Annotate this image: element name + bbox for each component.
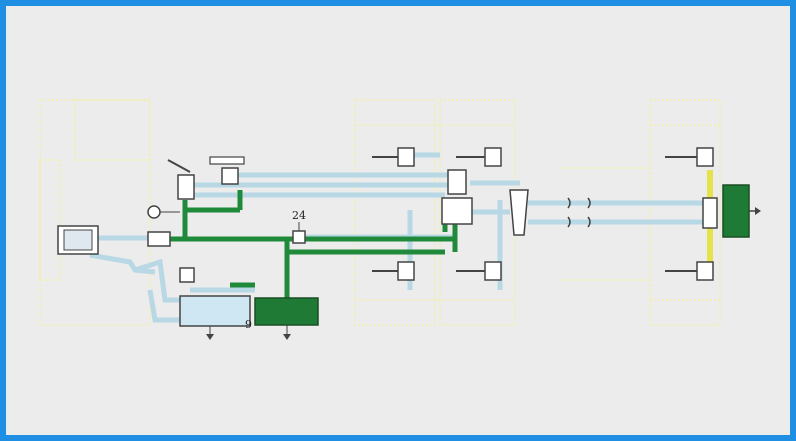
relay-valves (441, 169, 529, 236)
pressure-gauge (147, 205, 180, 219)
main-green-lines (170, 190, 458, 300)
line-couplings (567, 197, 591, 228)
trailer-unit (722, 184, 761, 238)
air-tank-9: 9 (179, 295, 252, 340)
valve-24: 24 (292, 209, 306, 244)
front-wheel-rods (372, 156, 485, 272)
brake-valve (167, 159, 195, 200)
small-reservoir (179, 267, 195, 283)
compressor (57, 225, 99, 255)
guide-lines (39, 99, 721, 326)
front-brake-chambers (397, 147, 502, 281)
hand-brake-valve (209, 156, 245, 185)
valve-24-label: 24 (292, 209, 306, 222)
rear-wheel-rods (665, 156, 697, 272)
air-tank-main (254, 297, 319, 340)
tank-9-label: 9 (245, 318, 252, 331)
rear-brake-chambers (696, 147, 718, 281)
pressure-regulator (147, 231, 171, 247)
